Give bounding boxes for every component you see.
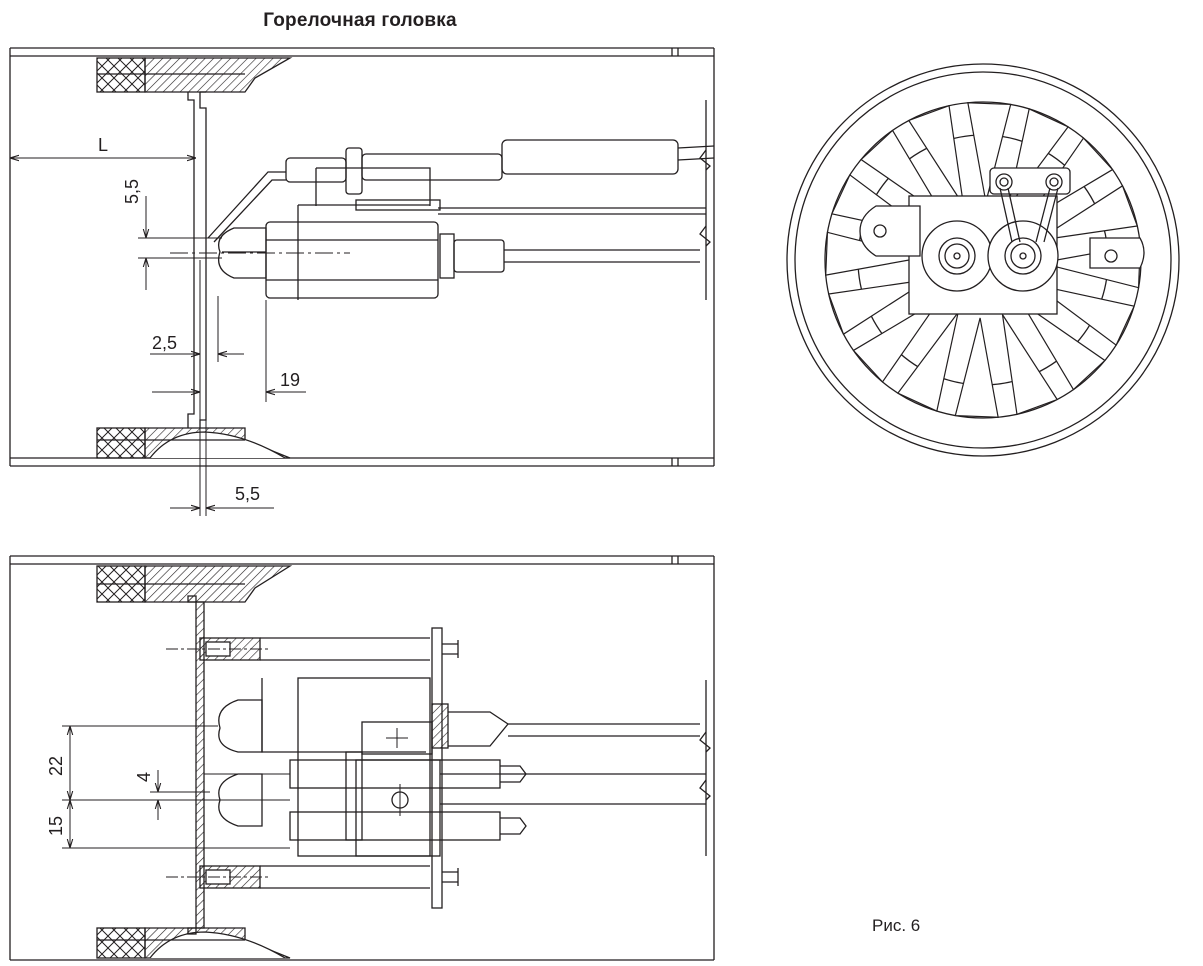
swirler-blade — [896, 312, 959, 412]
drawing-title: Горелочная головка — [263, 10, 457, 31]
swirler-blade — [852, 298, 941, 383]
swirler-blade — [967, 102, 1012, 203]
swirler-blade — [907, 104, 965, 206]
top-side-view — [9, 47, 715, 516]
dim-L-label: L — [98, 135, 108, 155]
dim-4-label: 4 — [134, 772, 154, 782]
dim-5-5-bottom-label: 5,5 — [235, 484, 260, 504]
swirler-blade — [1037, 184, 1139, 242]
figure-caption: Рис. 6 — [872, 916, 921, 935]
swirler-blade — [1021, 302, 1106, 391]
swirler-blade — [1035, 284, 1135, 347]
swirler-blade — [954, 317, 999, 418]
dim-15-label: 15 — [46, 816, 66, 836]
dim-5-5-top-label: 5,5 — [122, 179, 142, 204]
front-view — [786, 63, 1180, 457]
swirler-blade — [1001, 314, 1059, 416]
dim-19-label: 19 — [280, 370, 300, 390]
dim-2-5-label: 2,5 — [152, 333, 177, 353]
bottom-top-view — [9, 555, 715, 961]
swirler-blade — [827, 278, 929, 336]
dim-22-label: 22 — [46, 756, 66, 776]
